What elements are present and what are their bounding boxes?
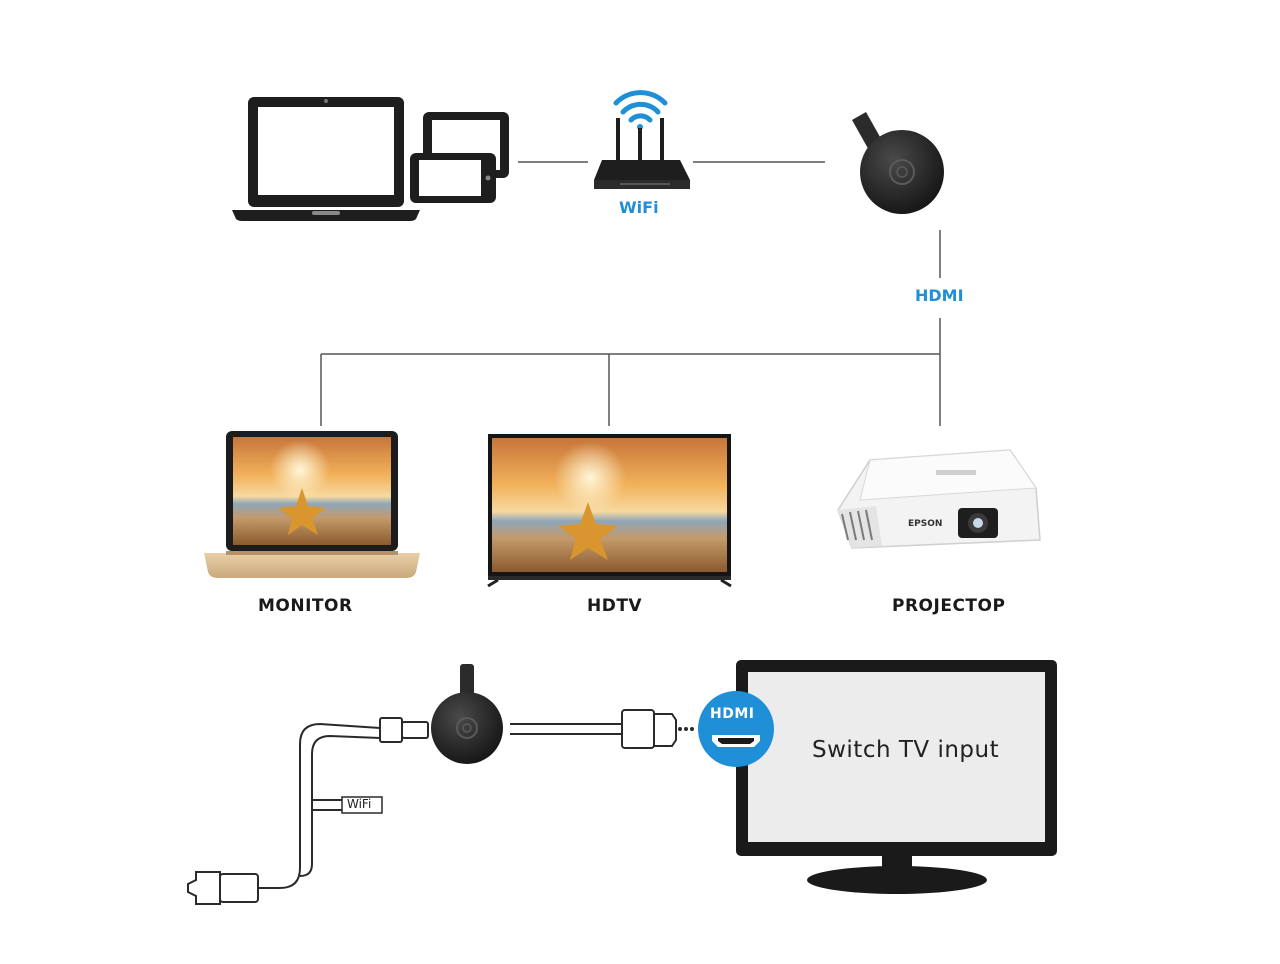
projector-icon xyxy=(837,449,1041,549)
projector-label: PROJECTOP xyxy=(892,596,1006,616)
hdmi-plug-right-icon xyxy=(621,709,677,749)
connection-dots xyxy=(678,727,694,731)
monitor-device xyxy=(204,431,420,578)
hdmi-badge-label: HDMI xyxy=(710,706,755,722)
wifi-cable-tag xyxy=(341,796,383,814)
hdmi-plug-left-icon xyxy=(187,871,259,905)
hdtv-label: HDTV xyxy=(587,596,643,616)
usb-power-cable xyxy=(258,722,381,889)
laptop-icon xyxy=(232,97,420,221)
hdmi-label: HDMI xyxy=(915,286,964,305)
wifi-signal-icon xyxy=(613,90,668,130)
hdmi-port-badge xyxy=(698,691,774,767)
monitor-label: MONITOR xyxy=(258,596,353,616)
projector-brand: EPSON xyxy=(908,519,943,529)
hdtv-device xyxy=(487,434,732,588)
tv-message: Switch TV input xyxy=(812,737,1000,763)
usb-plug-icon xyxy=(379,717,429,743)
wifi-label: WiFi xyxy=(619,198,659,217)
tv-monitor xyxy=(736,660,1057,894)
cable-wifi-label: WiFi xyxy=(347,797,372,811)
chromecast-icon xyxy=(852,112,944,214)
chromecast-bottom-icon xyxy=(431,664,503,764)
router-icon xyxy=(594,118,690,189)
tablet-icon xyxy=(410,112,509,203)
hdmi-cable xyxy=(510,723,622,735)
